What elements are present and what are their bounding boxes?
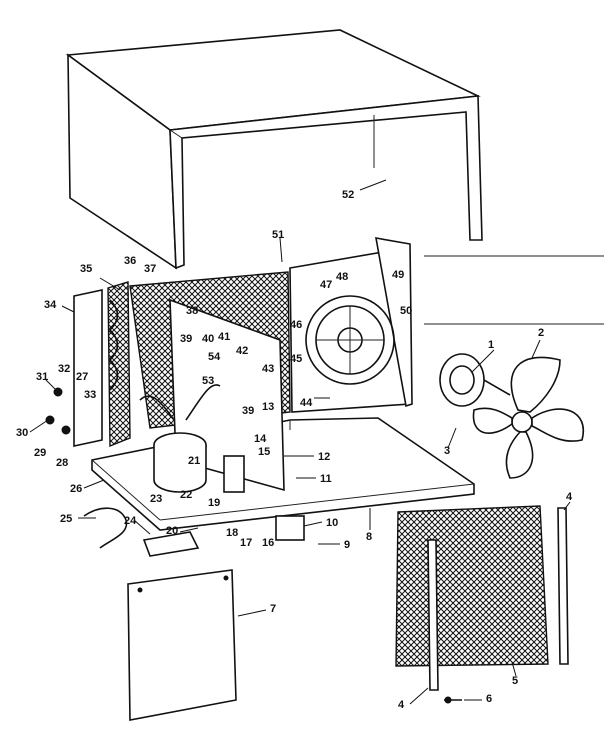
- callout-5: 5: [512, 675, 518, 687]
- service-valve: [45, 387, 71, 435]
- side-rail-right: [557, 507, 569, 665]
- callout-36: 36: [124, 255, 136, 267]
- callout-4-right-rail: 4: [566, 491, 573, 503]
- callout-18: 18: [226, 527, 238, 539]
- callout-30: 30: [16, 427, 28, 439]
- fan-blade: [472, 356, 585, 479]
- callout-22: 22: [180, 489, 192, 501]
- blower-housing: [289, 237, 413, 413]
- callout-15: 15: [258, 446, 270, 458]
- callout-52: 52: [342, 189, 354, 201]
- callout-41: 41: [218, 331, 230, 343]
- callout-10: 10: [326, 517, 338, 529]
- callout-42: 42: [236, 345, 248, 357]
- callout-24: 24: [124, 515, 137, 527]
- callout-9: 9: [344, 539, 350, 551]
- callout-11: 11: [320, 473, 332, 485]
- callout-25: 25: [60, 513, 72, 525]
- callout-54: 54: [208, 351, 221, 363]
- callout-50: 50: [400, 305, 412, 317]
- callout-1: 1: [488, 339, 494, 351]
- mounting-bracket: [142, 531, 200, 557]
- control-box-cover: [275, 515, 305, 541]
- callout-4-left-rail: 4: [398, 699, 405, 711]
- capacitor: [223, 455, 245, 493]
- callout-23: 23: [150, 493, 162, 505]
- callout-2: 2: [538, 327, 544, 339]
- front-grille: [395, 505, 549, 667]
- callout-12: 12: [318, 451, 330, 463]
- callout-39-upper: 39: [180, 333, 192, 345]
- callout-48: 48: [336, 271, 348, 283]
- callout-47: 47: [320, 279, 332, 291]
- callout-16: 16: [262, 537, 274, 549]
- fan-motor: [439, 353, 511, 407]
- screw: [444, 696, 462, 704]
- callout-40: 40: [202, 333, 214, 345]
- callout-31: 31: [36, 371, 48, 383]
- callout-13: 13: [262, 401, 274, 413]
- callout-37: 37: [144, 263, 156, 275]
- callout-3: 3: [444, 445, 450, 457]
- leader-lines: [29, 179, 571, 705]
- callout-51: 51: [272, 229, 284, 241]
- callout-6: 6: [486, 693, 492, 705]
- callout-29: 29: [34, 447, 46, 459]
- callout-38: 38: [186, 305, 198, 317]
- frame-lines: [424, 255, 604, 325]
- callout-39-lower: 39: [242, 405, 254, 417]
- wiring-harness: [83, 507, 128, 549]
- callout-33: 33: [84, 389, 96, 401]
- callout-35: 35: [80, 263, 92, 275]
- callout-labels: 1 2 3 4 4 5 6 7 8 9 10 11 12 13 14 15 16…: [16, 189, 573, 711]
- callout-7: 7: [270, 603, 276, 615]
- callout-8: 8: [366, 531, 372, 543]
- callout-17: 17: [240, 537, 252, 549]
- callout-46: 46: [290, 319, 302, 331]
- callout-32: 32: [58, 363, 70, 375]
- callout-45: 45: [290, 353, 302, 365]
- callout-21: 21: [188, 455, 200, 467]
- access-panel: [127, 569, 237, 721]
- callout-27: 27: [76, 371, 88, 383]
- callout-44: 44: [300, 397, 313, 409]
- callout-26: 26: [70, 483, 82, 495]
- condenser-coil: [73, 281, 131, 448]
- callout-20: 20: [166, 525, 178, 537]
- side-rail-left: [427, 539, 439, 691]
- compressor: [139, 384, 221, 493]
- callout-49: 49: [392, 269, 404, 281]
- callout-14: 14: [254, 433, 267, 445]
- callout-28: 28: [56, 457, 68, 469]
- callout-34: 34: [44, 299, 57, 311]
- callout-19: 19: [208, 497, 220, 509]
- callout-43: 43: [262, 363, 274, 375]
- callout-53: 53: [202, 375, 214, 387]
- cabinet-cover: [65, 29, 483, 270]
